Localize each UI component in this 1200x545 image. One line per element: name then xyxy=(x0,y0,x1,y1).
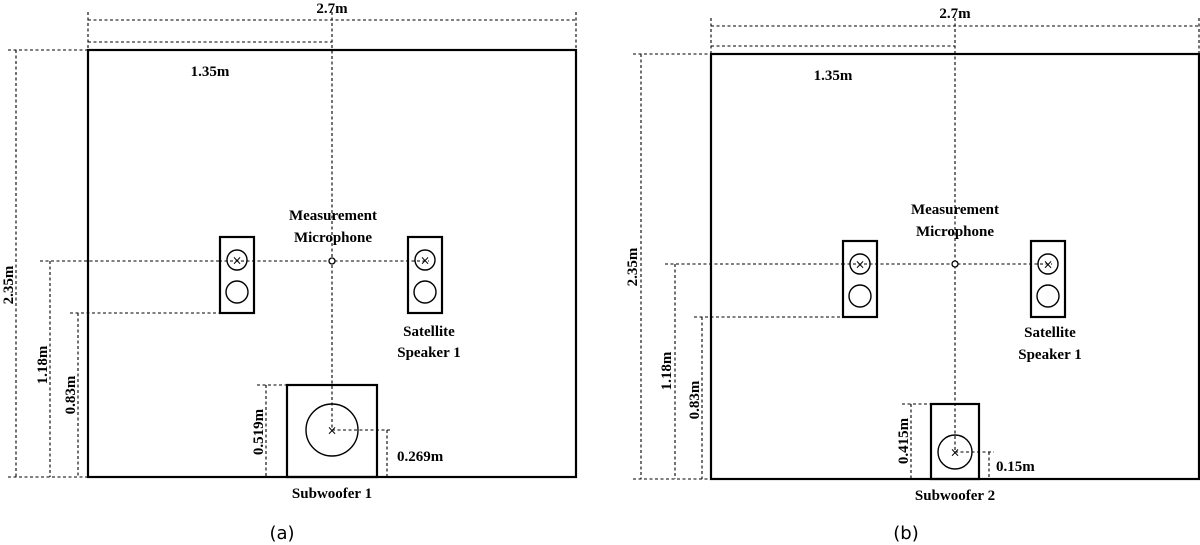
half-width-label: 1.35m xyxy=(191,64,230,80)
tweeter-icon xyxy=(849,253,871,275)
acoustic-center-icon: × xyxy=(1043,258,1053,272)
microphone-label-line1: Measurement xyxy=(289,208,377,224)
speaker-cabinet xyxy=(841,239,879,319)
subwoofer-label: Subwoofer 1 xyxy=(292,486,372,502)
subwoofer-cabinet xyxy=(285,383,379,479)
listener-height-label: 1.18m xyxy=(35,345,51,384)
subwoofer-label: Subwoofer 2 xyxy=(915,488,995,504)
speaker-bottom-label: 0.83m xyxy=(687,380,703,419)
microphone-label-line2: Microphone xyxy=(294,230,372,246)
room-width-label: 2.7m xyxy=(939,6,971,22)
speaker-cabinet xyxy=(218,235,256,315)
satellite-label-line2: Speaker 1 xyxy=(1018,347,1081,363)
microphone-label-line2: Microphone xyxy=(916,224,994,240)
woofer-icon xyxy=(225,280,249,304)
satellite-label-line2: Speaker 1 xyxy=(397,345,460,361)
panel-a: 2.7m 1.35m 2.35m 1.18m 0.83m Measurement… xyxy=(1,1,578,544)
acoustic-center-icon: × xyxy=(855,258,865,272)
subwoofer-offset-label: 0.269m xyxy=(397,449,444,465)
subwoofer-offset-label: 0.15m xyxy=(996,459,1035,475)
half-width-label: 1.35m xyxy=(814,68,853,84)
speaker-cabinet xyxy=(1029,239,1067,319)
speaker-bottom-label: 0.83m xyxy=(63,375,79,414)
right-satellite-speaker: × xyxy=(406,235,444,315)
microphone-label-line1: Measurement xyxy=(911,202,999,218)
room-depth-label: 2.35m xyxy=(1,265,17,304)
subwoofer-depth-label: 0.519m xyxy=(251,408,267,455)
woofer-icon xyxy=(848,284,872,308)
panel-b: 2.7m 1.35m 2.35m 1.18m 0.83m Measurement… xyxy=(625,6,1200,544)
right-satellite-speaker: × xyxy=(1029,239,1067,319)
subwoofer-depth-label: 0.415m xyxy=(896,417,912,464)
panel-caption: (b) xyxy=(893,523,918,544)
listener-height-label: 1.18m xyxy=(659,351,675,390)
speaker-cabinet xyxy=(406,235,444,315)
subwoofer-driver-icon xyxy=(305,403,359,457)
room-width-label: 2.7m xyxy=(316,1,348,17)
woofer-icon xyxy=(1036,284,1060,308)
acoustic-center-icon: × xyxy=(420,254,430,268)
left-satellite-speaker: × xyxy=(218,235,256,315)
tweeter-icon xyxy=(1037,253,1059,275)
tweeter-icon xyxy=(226,249,248,271)
satellite-label-line1: Satellite xyxy=(1024,325,1076,341)
satellite-label-line1: Satellite xyxy=(403,324,455,340)
microphone-icon xyxy=(951,260,959,268)
tweeter-icon xyxy=(414,249,436,271)
left-satellite-speaker: × xyxy=(841,239,879,319)
acoustic-center-icon: × xyxy=(232,254,242,268)
subwoofer-cabinet xyxy=(929,402,981,481)
woofer-icon xyxy=(413,280,437,304)
room-depth-label: 2.35m xyxy=(625,247,641,286)
microphone-icon xyxy=(328,257,336,265)
panel-caption: (a) xyxy=(269,523,294,544)
